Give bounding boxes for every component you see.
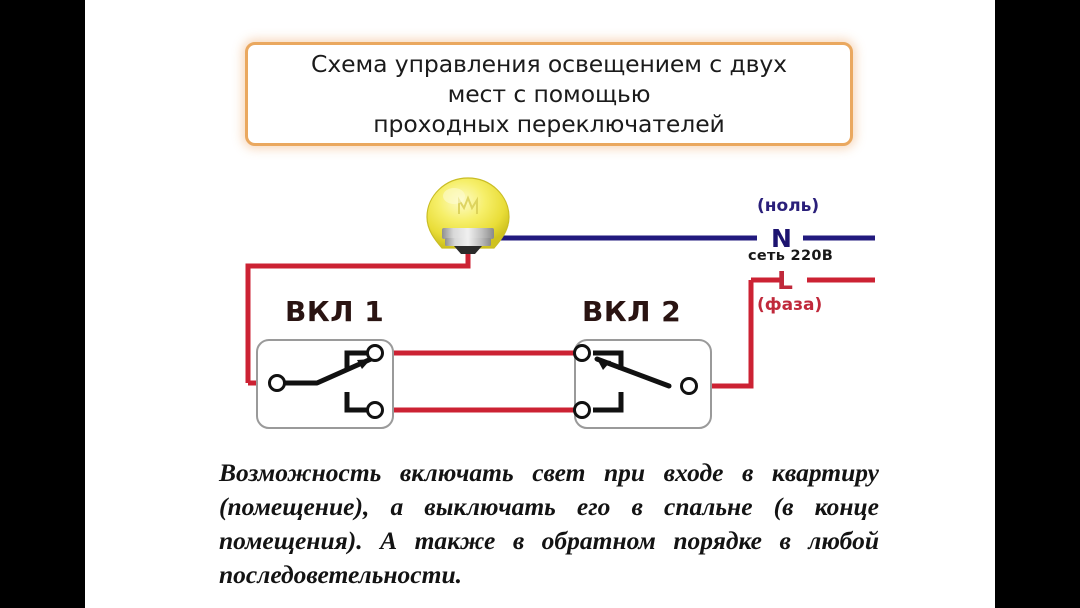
switch-2-traveler-lower-terminal[interactable] (573, 401, 591, 419)
switch-1-lower-contact-elbow (344, 392, 371, 413)
caption-text: Возможность включать свет при входе в кв… (219, 458, 879, 589)
light-bulb-icon (426, 177, 510, 254)
switch-1-blade[interactable] (276, 356, 374, 386)
bulb-base-top (442, 228, 494, 239)
page-title: Схема управления освещением с двух мест … (311, 49, 787, 139)
wire-group (245, 235, 875, 413)
switch-1-common-terminal[interactable] (268, 374, 286, 392)
switch-2-blade[interactable] (594, 356, 672, 389)
switch-2-label: ВКЛ 2 (582, 295, 682, 328)
switch-1-traveler-lower-terminal[interactable] (366, 401, 384, 419)
title-box: Схема управления освещением с двух мест … (245, 42, 853, 146)
wire-phase-lamp-to-sw1 (245, 248, 471, 383)
switch-2-upper-contact-elbow (593, 350, 624, 370)
neutral-name-label: (ноль) (757, 196, 820, 216)
switch-1-label: ВКЛ 1 (285, 295, 385, 328)
neutral-terminal-label: N (771, 224, 792, 253)
wiring-schematic (245, 177, 875, 429)
switch-1-traveler-upper-terminal[interactable] (366, 344, 384, 362)
supply-voltage-label: сеть 220В (748, 248, 834, 264)
switch-2[interactable] (573, 339, 712, 429)
bulb-highlight (443, 188, 465, 204)
phase-terminal-label: L (777, 266, 793, 295)
switch-2-traveler-upper-terminal[interactable] (573, 344, 591, 362)
switch-1-upper-contact-elbow (344, 350, 371, 369)
bulb-base-tip (454, 246, 482, 254)
bulb-base-mid (445, 238, 491, 246)
letterbox-right (995, 0, 1080, 608)
switch-1-blade-arrow (357, 359, 371, 369)
letterbox-left (0, 0, 85, 608)
switch-1[interactable] (256, 339, 394, 429)
phase-name-label: (фаза) (757, 295, 823, 315)
switch-2-blade-arrow (597, 359, 611, 370)
switch-2-lower-contact-elbow (593, 392, 624, 413)
switch-2-common-terminal[interactable] (680, 377, 698, 395)
diagram-canvas: Схема управления освещением с двух мест … (85, 0, 995, 608)
